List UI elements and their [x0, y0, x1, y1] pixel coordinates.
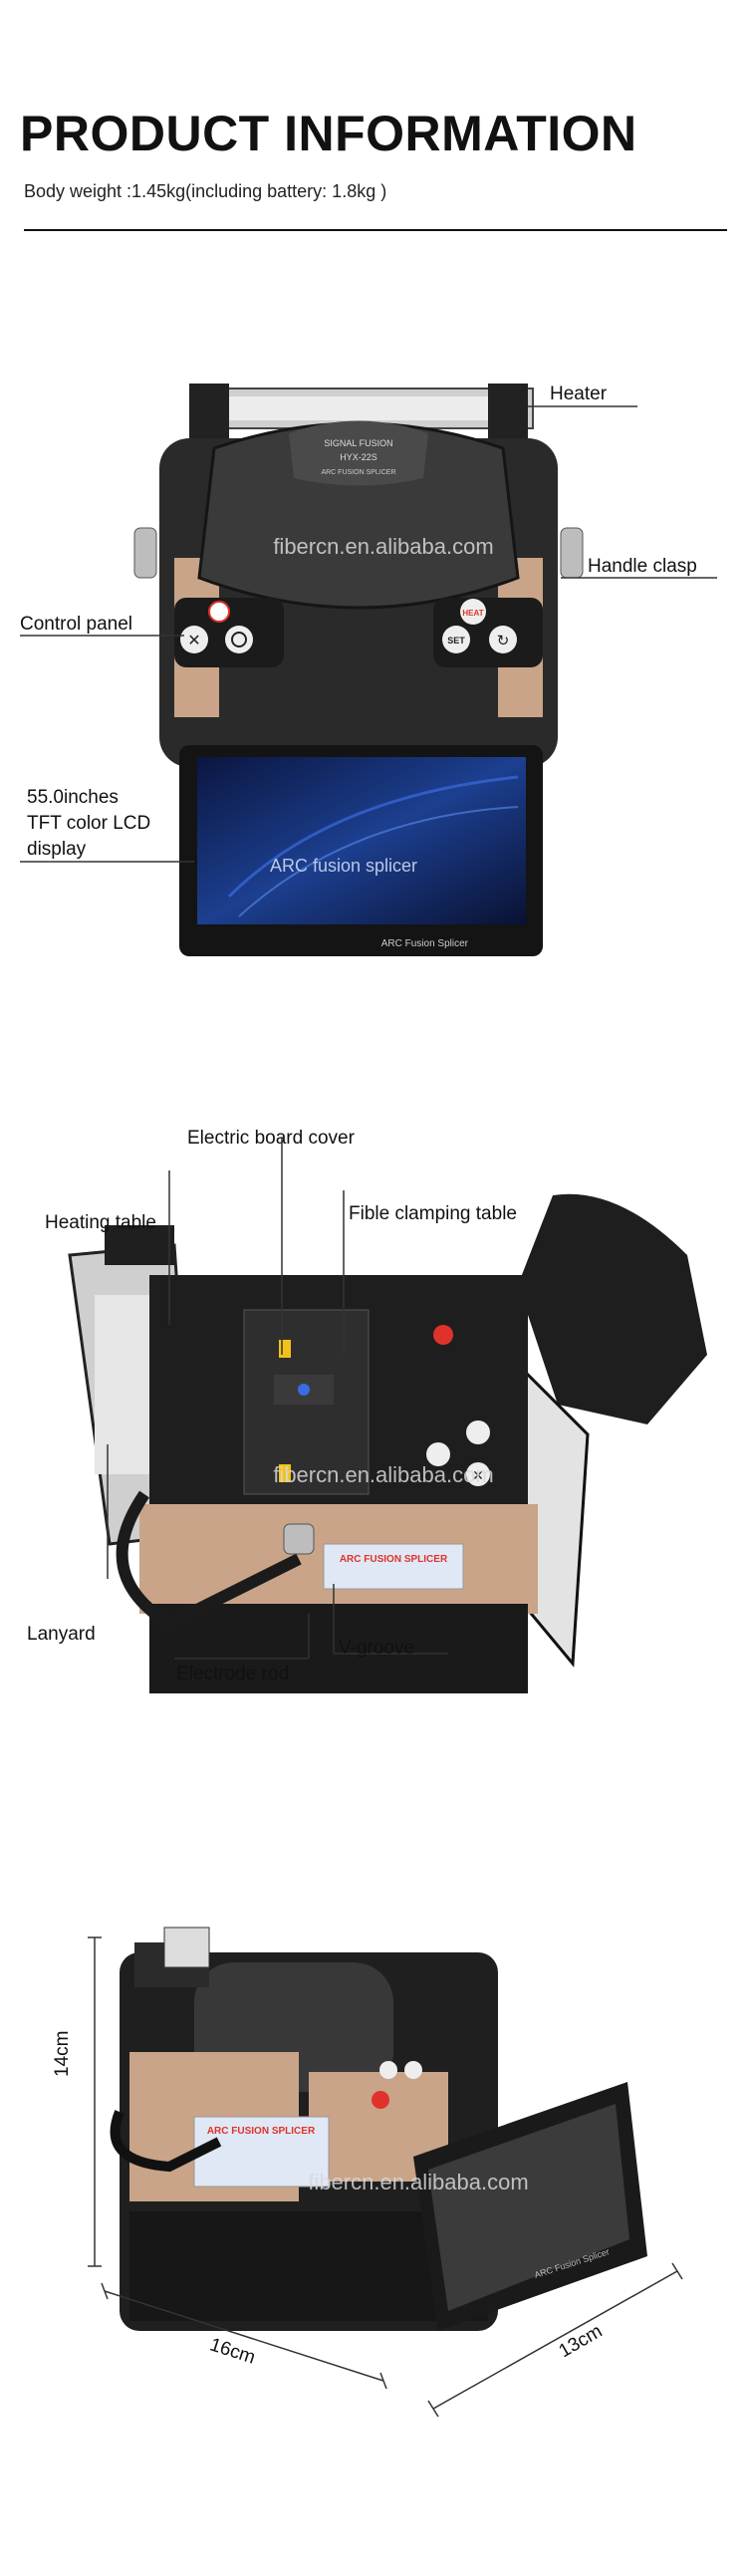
svg-text:✕: ✕ [472, 1467, 484, 1483]
device-brand-text: SIGNAL FUSION [324, 438, 392, 448]
dimension-view-device-image: ARC FUSION SPLICER ARC Fusion Splicer fi… [88, 1927, 683, 2418]
front-view-device-image: SIGNAL FUSION HYX-22S ARC FUSION SPLICER… [20, 384, 717, 956]
label-heater: Heater [550, 384, 608, 404]
height-dimension-label: 14cm [52, 2030, 73, 2077]
open-view-section: ✕ ARC FUSION SPLICER fibercn.en.alibaba.… [0, 1106, 747, 1743]
label-display-line3: display [27, 839, 87, 860]
sticker-text-2: ARC FUSION SPLICER [207, 2126, 316, 2137]
label-display-line1: 55.0inches [27, 787, 119, 808]
device-model-text: HYX-22S [340, 452, 377, 462]
dimension-view-section: ARC FUSION SPLICER ARC Fusion Splicer fi… [0, 1873, 747, 2431]
label-control-panel: Control panel [20, 614, 133, 635]
body-weight-text: Body weight :1.45kg(including battery: 1… [24, 181, 387, 201]
set-button-label: SET [447, 636, 465, 645]
watermark-text-2: fibercn.en.alibaba.com [273, 1462, 493, 1487]
front-view-section: SIGNAL FUSION HYX-22S ARC FUSION SPLICER… [0, 379, 747, 976]
header-divider [24, 229, 727, 231]
label-electrode-rod: Electrode rod [176, 1664, 290, 1684]
label-handle-clasp: Handle clasp [588, 556, 697, 577]
heat-button-label: HEAT [462, 609, 483, 618]
watermark-text-3: fibercn.en.alibaba.com [308, 2170, 528, 2194]
open-view-device-image: ✕ ARC FUSION SPLICER fibercn.en.alibaba.… [68, 1138, 707, 1693]
page-title: PRODUCT INFORMATION [20, 106, 637, 161]
svg-text:↻: ↻ [497, 633, 510, 649]
label-fiber-clamping-table: Fible clamping table [349, 1203, 517, 1224]
sticker-text: ARC FUSION SPLICER [340, 1554, 448, 1565]
label-heating-table: Heating table [45, 1212, 156, 1233]
label-electric-board-cover: Electric board cover [187, 1128, 355, 1149]
svg-text:✕: ✕ [187, 633, 200, 649]
screen-caption-text: ARC fusion splicer [270, 856, 417, 876]
label-display-line2: TFT color LCD [27, 813, 151, 834]
label-v-groove: V-groove [339, 1638, 415, 1659]
bezel-caption-text: ARC Fusion Splicer [381, 938, 469, 949]
device-type-text: ARC FUSION SPLICER [321, 469, 395, 476]
label-lanyard: Lanyard [27, 1624, 96, 1645]
watermark-text: fibercn.en.alibaba.com [273, 534, 493, 559]
